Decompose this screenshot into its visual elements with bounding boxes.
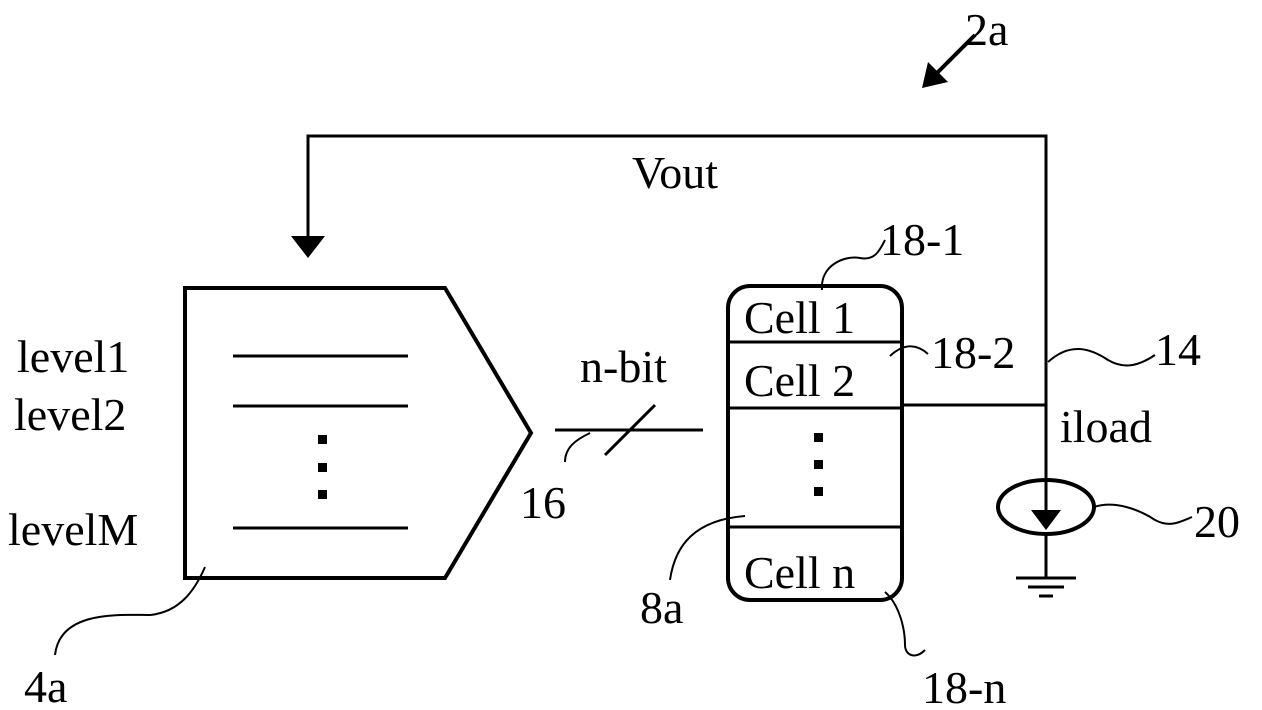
bus-ref-label: 16 <box>520 477 566 528</box>
cell-n-ref-label: 18-n <box>922 662 1006 710</box>
controller-block <box>185 288 531 578</box>
cell-2-label: Cell 2 <box>744 355 855 406</box>
ground-icon <box>1016 578 1076 596</box>
cell-n-label: Cell n <box>744 547 855 598</box>
feedback-arrowhead <box>291 236 325 258</box>
cell-2-ref-label: 18-2 <box>931 327 1015 378</box>
node-ref-label: 14 <box>1155 324 1201 375</box>
cell-n-ref-leader <box>885 592 925 655</box>
vout-label: Vout <box>632 147 718 198</box>
bus-width-label: n-bit <box>580 341 667 392</box>
levelM-label: levelM <box>8 504 138 555</box>
controller-ref-leader <box>55 567 205 655</box>
cell-ellipsis-dot <box>814 433 823 442</box>
cell-1-ref-leader <box>822 240 885 290</box>
figure-ref-label: 2a <box>965 4 1008 55</box>
node-ref-leader <box>1048 349 1155 365</box>
cell-1-label: Cell 1 <box>744 292 855 343</box>
level1-label: level1 <box>17 331 129 382</box>
current-arrowhead <box>1031 510 1061 530</box>
bus-line <box>555 405 703 455</box>
cell-ellipsis-dot <box>814 460 823 469</box>
cell-ellipsis-dot <box>814 487 823 496</box>
cell-2-ref-leader <box>890 346 928 356</box>
load-current-label: iload <box>1060 401 1152 452</box>
ellipsis-dot <box>318 490 327 499</box>
bus-ref-leader <box>565 433 590 462</box>
load-ref-label: 20 <box>1194 496 1240 547</box>
ellipsis-dot <box>318 463 327 472</box>
cell-array-ref-label: 8a <box>640 582 683 633</box>
cell-1-ref-label: 18-1 <box>880 214 964 265</box>
level2-label: level2 <box>14 389 126 440</box>
ellipsis-dot <box>318 435 327 444</box>
load-ref-leader <box>1094 505 1192 524</box>
controller-ref-label: 4a <box>24 661 67 710</box>
